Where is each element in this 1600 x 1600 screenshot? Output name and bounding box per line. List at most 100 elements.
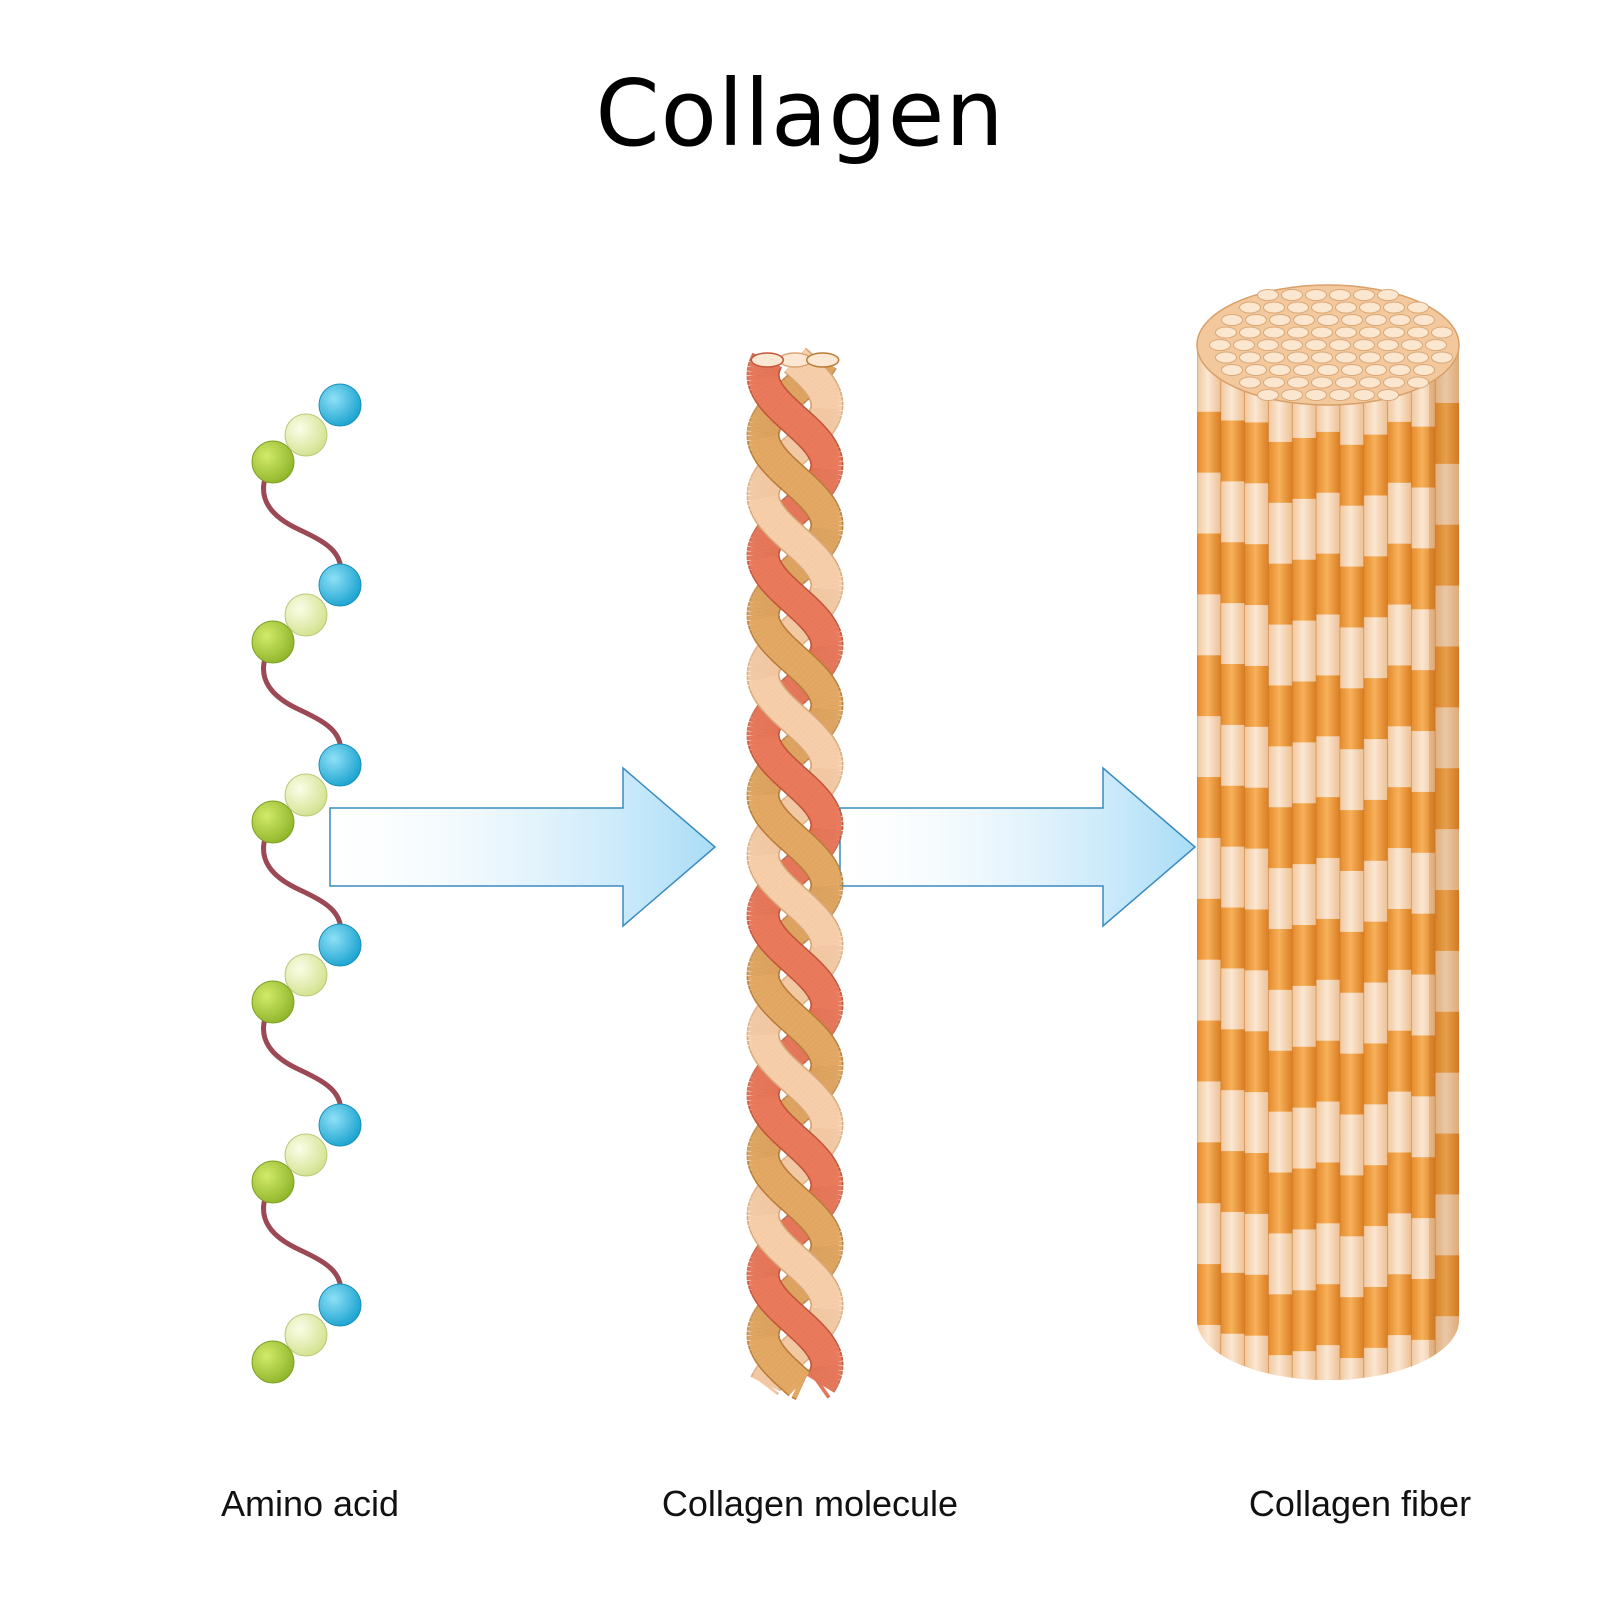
fiber-band-dark	[1435, 1255, 1459, 1318]
fibril-end	[1329, 339, 1351, 351]
fibril-end	[1293, 364, 1315, 376]
green-amino-bead	[251, 980, 295, 1024]
fiber-band-dark	[1316, 797, 1341, 860]
fiber-band-light	[1435, 1194, 1459, 1257]
fiber-band-dark	[1411, 1278, 1436, 1341]
fiber-band-dark	[1292, 1168, 1317, 1231]
fiber-band-light	[1292, 1229, 1317, 1292]
fibril-end	[1221, 314, 1243, 326]
fiber-band-light	[1244, 1092, 1269, 1155]
light-green-amino-bead	[284, 773, 328, 817]
green-amino-bead	[251, 620, 295, 664]
fiber-band-light	[1244, 848, 1269, 911]
fiber-band-light	[1244, 726, 1269, 789]
fiber-band-dark	[1220, 542, 1245, 605]
fiber-band-light	[1220, 724, 1245, 787]
collagen-fiber	[1196, 284, 1460, 1380]
fiber-band-dark	[1268, 1050, 1293, 1113]
fiber-band-dark	[1268, 1172, 1293, 1235]
diagram-title: Collagen	[595, 60, 1005, 167]
fiber-band-dark	[1339, 566, 1364, 629]
fibril-end	[1257, 289, 1279, 301]
fibril-end	[1407, 301, 1429, 314]
fibril-end	[1239, 326, 1261, 339]
fiber-band-light	[1387, 1213, 1412, 1276]
fiber-band-dark	[1220, 664, 1245, 726]
chain-link	[261, 1179, 344, 1306]
fiber-band-dark	[1292, 559, 1317, 622]
fiber-band-dark	[1387, 1152, 1412, 1215]
fiber-band-dark	[1197, 1142, 1221, 1205]
fibril-end	[1377, 389, 1399, 401]
fiber-band-dark	[1435, 1133, 1459, 1196]
fibril-end	[1305, 389, 1327, 401]
fiber-band-light	[1435, 463, 1459, 526]
fiber-band-light	[1339, 1236, 1364, 1299]
fiber-band-light	[1292, 498, 1317, 561]
fiber-band-dark	[1316, 431, 1341, 494]
fiber-band-dark	[1220, 1151, 1245, 1213]
fibril-end	[1209, 339, 1231, 351]
fibril-end	[1281, 339, 1303, 351]
fiber-band-light	[1197, 837, 1221, 900]
fiber-band-dark	[1363, 1043, 1388, 1106]
fiber-band-light	[1197, 716, 1221, 779]
fibril-end	[1365, 314, 1387, 326]
fibril-end	[1431, 351, 1453, 364]
fibril-end	[1215, 351, 1237, 364]
fiber-band-light	[1292, 864, 1317, 927]
label-collagen-fiber: Collagen fiber	[1248, 1483, 1472, 1524]
helix-strand	[784, 468, 810, 496]
fibril-end	[1377, 339, 1399, 351]
fibril-end	[1383, 326, 1405, 339]
fibril-end	[1215, 326, 1237, 339]
fiber-band-light	[1411, 974, 1436, 1037]
fiber-top-face	[1196, 284, 1460, 406]
fiber-shadow	[1429, 345, 1459, 1380]
fiber-band-light	[1316, 1223, 1341, 1286]
fibril-end	[1413, 364, 1435, 376]
helix-strand	[784, 1128, 810, 1156]
fiber-band-light	[1363, 1226, 1388, 1288]
fiber-band-dark	[1268, 563, 1293, 626]
fiber-band-dark	[1411, 913, 1436, 976]
fiber-band-dark	[1339, 444, 1364, 507]
fiber-band-dark	[1387, 1274, 1412, 1337]
green-amino-bead	[251, 1340, 295, 1384]
fiber-band-dark	[1363, 1286, 1388, 1349]
green-amino-bead	[251, 800, 295, 844]
fiber-band-dark	[1197, 898, 1221, 961]
fiber-band-light	[1316, 1101, 1341, 1164]
fibril-end	[1383, 301, 1405, 314]
fiber-band-light	[1220, 603, 1245, 666]
fiber-band-light	[1411, 1096, 1436, 1159]
fiber-band-light	[1387, 482, 1412, 545]
fibril-end	[1287, 326, 1309, 339]
fiber-band-dark	[1292, 925, 1317, 987]
light-green-amino-bead	[284, 593, 328, 637]
fibril-end	[1383, 351, 1405, 364]
fibril-end	[1257, 339, 1279, 351]
fiber-band-dark	[1387, 421, 1412, 484]
chain-link	[261, 819, 344, 946]
fiber-band-dark	[1292, 803, 1317, 866]
fiber-band-light	[1411, 852, 1436, 915]
fiber-band-dark	[1220, 785, 1245, 848]
fiber-band-light	[1363, 982, 1388, 1045]
amino-acid-chain	[251, 383, 362, 1384]
fiber-band-light	[1387, 1335, 1412, 1380]
fiber-band-dark	[1197, 1020, 1221, 1083]
fiber-band-light	[1339, 870, 1364, 933]
fibril-end	[1389, 364, 1411, 376]
fibril-end	[1335, 376, 1357, 389]
fiber-band-dark	[1435, 1011, 1459, 1074]
fiber-band-dark	[1339, 931, 1364, 994]
fiber-band-light	[1244, 1213, 1269, 1276]
fiber-band-light	[1316, 858, 1341, 920]
fiber-band-light	[1363, 860, 1388, 923]
fibril-end	[1365, 364, 1387, 376]
fiber-band-dark	[1435, 890, 1459, 952]
fiber-band-dark	[1363, 1165, 1388, 1228]
fibril-end	[1281, 389, 1303, 401]
fibril-end	[1257, 389, 1279, 401]
